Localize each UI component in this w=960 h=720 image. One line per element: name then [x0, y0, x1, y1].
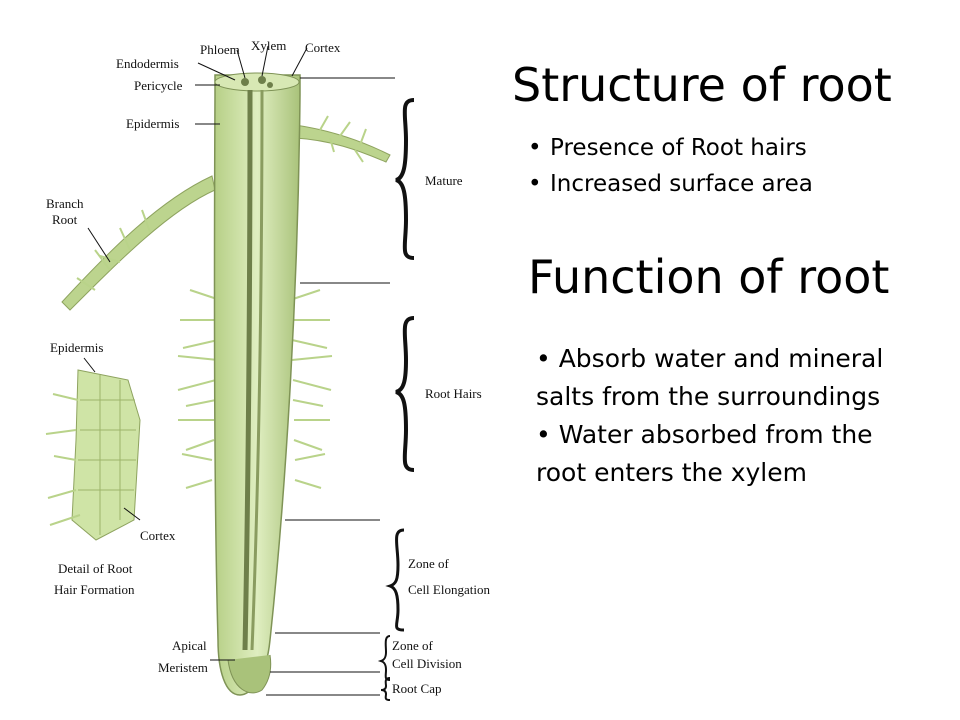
label-root-hairs: Root Hairs: [425, 386, 482, 401]
bullet-icon: •: [528, 171, 542, 197]
label-cell-division: Cell Division: [392, 656, 462, 671]
label-apical: Apical: [172, 638, 207, 653]
label-zone-of: Zone of: [408, 556, 449, 571]
title-structure: Structure of root: [512, 58, 892, 112]
function-point-text: Absorb water and mineral salts from the …: [536, 344, 884, 411]
label-detail-line1: Detail of Root: [58, 561, 133, 576]
root-hair-detail: [71, 369, 141, 541]
label-epidermis-top: Epidermis: [126, 116, 179, 131]
label-cell-elongation: Cell Elongation: [408, 582, 490, 597]
label-mature: Mature: [425, 173, 463, 188]
structure-point: • Presence of Root hairs: [528, 130, 813, 166]
label-cortex-detail: Cortex: [140, 528, 176, 543]
label-root: Root: [52, 212, 78, 227]
brace-cell-division: [377, 635, 391, 681]
bullet-icon: •: [536, 344, 559, 373]
label-detail-line2: Hair Formation: [54, 582, 135, 597]
root-cross-section: [214, 72, 300, 92]
label-meristem: Meristem: [158, 660, 208, 675]
label-zone-of-2: Zone of: [392, 638, 433, 653]
main-root: [213, 74, 301, 696]
label-endodermis: Endodermis: [116, 56, 179, 71]
function-point-text: Water absorbed from the root enters the …: [536, 420, 873, 487]
title-function: Function of root: [528, 250, 890, 304]
label-pericycle: Pericycle: [134, 78, 183, 93]
label-xylem: Xylem: [251, 38, 286, 53]
label-cortex-top: Cortex: [305, 40, 341, 55]
structure-list: • Presence of Root hairs • Increased surfa…: [528, 130, 813, 202]
root-cap: [227, 654, 272, 694]
structure-point-text: Increased surface area: [550, 171, 813, 197]
function-list: • Absorb water and mineral salts from th…: [536, 340, 896, 492]
label-phloem: Phloem: [200, 42, 240, 57]
brace-root-cap: [380, 677, 391, 701]
brace-mature: [395, 98, 415, 260]
bullet-icon: •: [536, 420, 559, 449]
function-point: • Water absorbed from the root enters th…: [536, 416, 896, 492]
brace-elongation: [385, 528, 405, 632]
label-root-cap: Root Cap: [392, 681, 441, 696]
brace-root-hairs: [395, 316, 415, 472]
structure-point: • Increased surface area: [528, 166, 813, 202]
root-hairs: [177, 289, 333, 489]
label-branch: Branch: [46, 196, 84, 211]
label-epidermis-detail: Epidermis: [50, 340, 103, 355]
side-root-right: [294, 124, 391, 163]
root-structure-diagram: Endodermis Phloem Xylem Cortex Pericycle…: [45, 38, 490, 701]
function-point: • Absorb water and mineral salts from th…: [536, 340, 896, 416]
vascular-cylinder: [242, 89, 253, 651]
bullet-icon: •: [528, 135, 542, 161]
structure-point-text: Presence of Root hairs: [550, 135, 807, 161]
branch-root: [61, 175, 216, 311]
